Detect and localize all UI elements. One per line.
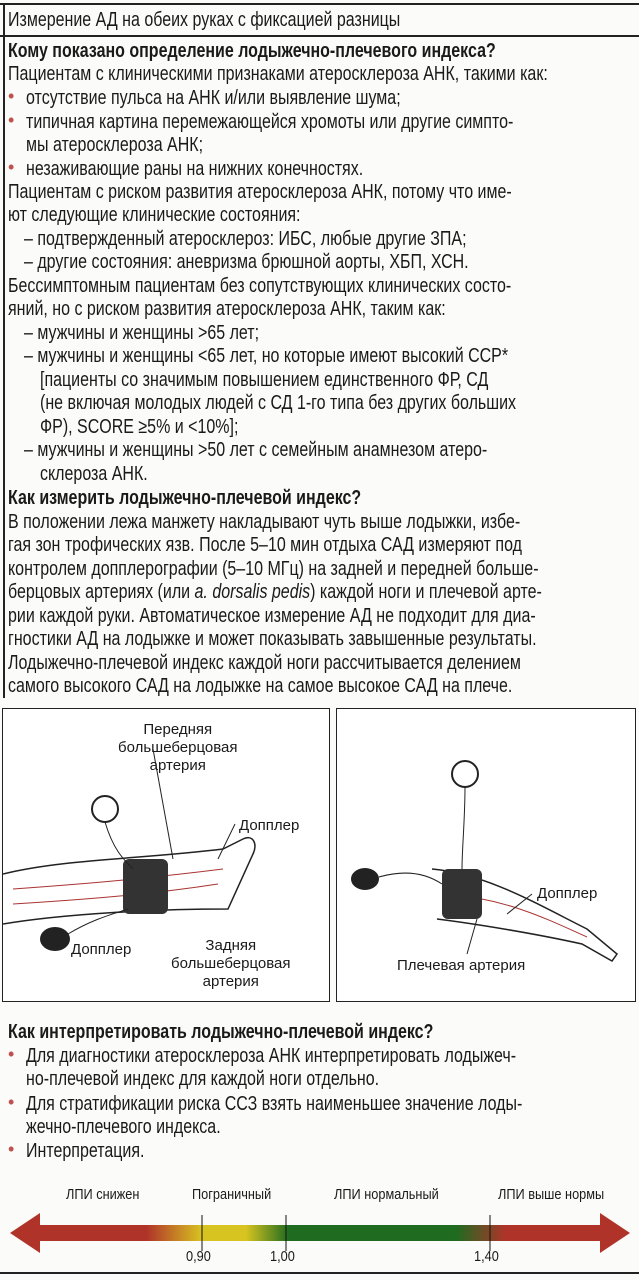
text-line: самого высокого САД на лодыжке на самое … <box>8 675 513 697</box>
text-line: Лодыжечно-плечевой индекс каждой ноги ра… <box>8 652 521 674</box>
section-heading: Как измерить лодыжечно-плечевой индекс? <box>8 487 362 509</box>
label-doppler: Допплер <box>71 941 132 958</box>
text-line: гая зон трофических язв. После 5–10 мин … <box>8 534 522 556</box>
list-item: Интерпретация. <box>26 1140 145 1162</box>
bullet-icon: • <box>8 1092 15 1112</box>
section-heading: Кому показано определение лодыжечно-плеч… <box>8 40 496 62</box>
label-posterior-tibial-artery: Задняя большеберцовая артерия <box>171 937 291 990</box>
arm-illustration <box>351 760 619 962</box>
italic-term: a. dorsalis pedis <box>194 581 311 603</box>
list-item: незаживающие раны на нижних конечностях. <box>26 158 364 180</box>
section-heading: Как интерпретировать лодыжечно-плечевой … <box>8 1021 434 1043</box>
text-line: Пациентам с клиническими признаками атер… <box>8 63 548 85</box>
gauge-icon <box>91 795 119 823</box>
label-doppler: Допплер <box>239 817 300 834</box>
dash-item: – мужчины и женщины >50 лет с семейным а… <box>24 439 488 461</box>
dash-item-continued: (не включая молодых людей с СД 1-го типа… <box>40 392 517 414</box>
bullet-icon: • <box>8 86 15 106</box>
list-item-continued: мы атеросклероза АНК; <box>26 134 204 156</box>
list-item-continued: но-плечевой индекс для каждой ноги отдел… <box>26 1068 380 1090</box>
gauge-icon <box>451 760 479 788</box>
tick-label: 1,40 <box>474 1248 499 1265</box>
list-item: Для стратификации риска ССЗ взять наимен… <box>26 1093 523 1115</box>
text-line: Бессимптомным пациентам без сопутствующи… <box>8 275 512 297</box>
bullet-icon: • <box>8 1044 15 1064</box>
dash-item-continued: [пациенты со значимым повышением единств… <box>40 369 489 391</box>
dash-item: – мужчины и женщины >65 лет; <box>24 322 260 344</box>
bulb-icon <box>351 868 379 890</box>
text-line: В положении лежа манжету накладывают чут… <box>8 511 521 533</box>
leg-illustration <box>2 748 256 951</box>
dash-item: – мужчины и женщины <65 лет, но которые … <box>24 345 509 367</box>
list-item: типичная картина перемежающейся хромоты … <box>26 111 514 133</box>
zone-label-normal: ЛПИ нормальный <box>334 1186 439 1203</box>
zone-label-high: ЛПИ выше нормы <box>498 1186 605 1203</box>
text-line: гностики АД на лодыжке и может показыват… <box>8 628 537 650</box>
dash-item-continued: ФР), SCORE ≥5% и <10%]; <box>40 416 239 438</box>
label-anterior-tibial-artery: Передняя большеберцовая артерия <box>118 721 238 774</box>
text-line: Пациентам с риском развития атеросклероз… <box>8 181 512 203</box>
list-item: отсутствие пульса на АНК и/или выявление… <box>26 87 401 109</box>
text-line: ют следующие клинические состояния: <box>8 204 301 226</box>
text-segment: ) каждой ноги и плечевой арте- <box>310 581 542 603</box>
tick-label: 1,00 <box>270 1248 295 1265</box>
dash-item: – другие состояния: аневризма брюшной ао… <box>24 251 469 273</box>
figure-ankle-measurement: Передняя большеберцовая артерия Допплер … <box>2 708 330 1002</box>
bulb-icon <box>40 927 70 951</box>
dash-item: – подтвержденный атеросклероз: ИБС, любы… <box>24 228 467 250</box>
zone-label-low: ЛПИ снижен <box>66 1186 140 1203</box>
cuff-icon <box>123 859 168 914</box>
text-line: яний, но с риском развития атеросклероза… <box>8 298 446 320</box>
text-line: рии каждой руки. Автоматическое измерени… <box>8 605 536 627</box>
table-left-border <box>3 3 5 698</box>
dash-item-continued: склероза АНК. <box>40 463 148 485</box>
abi-scale-arrow <box>10 1213 630 1253</box>
label-doppler: Допплер <box>537 885 598 902</box>
bullet-icon: • <box>8 1139 15 1159</box>
bullet-icon: • <box>8 110 15 130</box>
row-divider <box>0 35 639 37</box>
text-line: берцовых артериях (или a. dorsalis pedis… <box>8 581 542 603</box>
list-item: Для диагностики атеросклероза АНК интерп… <box>26 1045 517 1067</box>
cuff-icon <box>442 869 482 919</box>
table-top-border <box>0 3 639 5</box>
figure-arm-measurement: Допплер Плечевая артерия <box>336 708 636 1002</box>
text-line: контролем допплерографии (5–10 МГц) на з… <box>8 558 539 580</box>
bottom-border <box>0 1272 639 1274</box>
zone-label-borderline: Пограничный <box>192 1186 272 1203</box>
label-brachial-artery: Плечевая артерия <box>397 957 526 974</box>
text-segment: берцовых артериях (или <box>8 581 195 603</box>
bullet-icon: • <box>8 157 15 177</box>
top-row-text: Измерение АД на обеих руках с фиксацией … <box>8 9 401 31</box>
tick-label: 0,90 <box>186 1248 211 1265</box>
list-item-continued: жечно-плечевого индекса. <box>26 1116 221 1138</box>
